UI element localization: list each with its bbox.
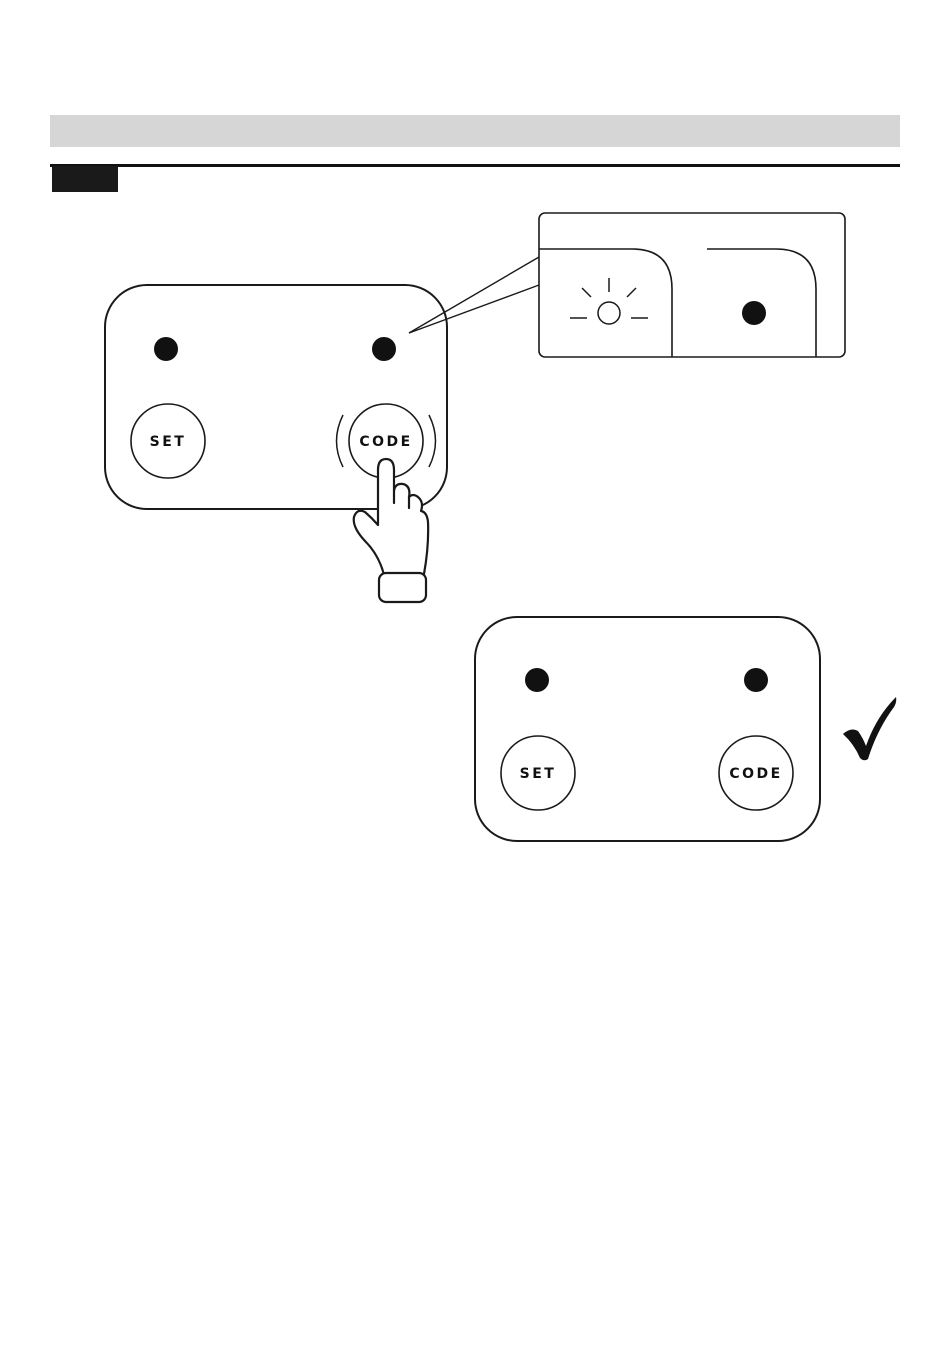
remote-top-set-button[interactable]: SET <box>131 404 205 478</box>
checkmark-icon <box>843 697 896 760</box>
remote-top-led-left <box>154 337 178 361</box>
callout-frame <box>539 213 845 357</box>
remote-top-code-label: CODE <box>359 434 412 450</box>
remote-top-set-label: SET <box>150 434 187 450</box>
remote-bottom-set-button[interactable]: SET <box>501 736 575 810</box>
remote-bottom-set-label: SET <box>520 766 557 782</box>
remote-bottom-code-label: CODE <box>729 766 782 782</box>
remote-top-led-right <box>372 337 396 361</box>
remote-bottom-led-left <box>525 668 549 692</box>
led-status-callout <box>539 213 845 357</box>
remote-top: SET CODE <box>105 285 447 509</box>
remote-bottom: SET CODE <box>475 617 820 841</box>
remote-bottom-code-button[interactable]: CODE <box>719 736 793 810</box>
led-solid-icon <box>742 301 766 325</box>
remote-bottom-led-right <box>744 668 768 692</box>
